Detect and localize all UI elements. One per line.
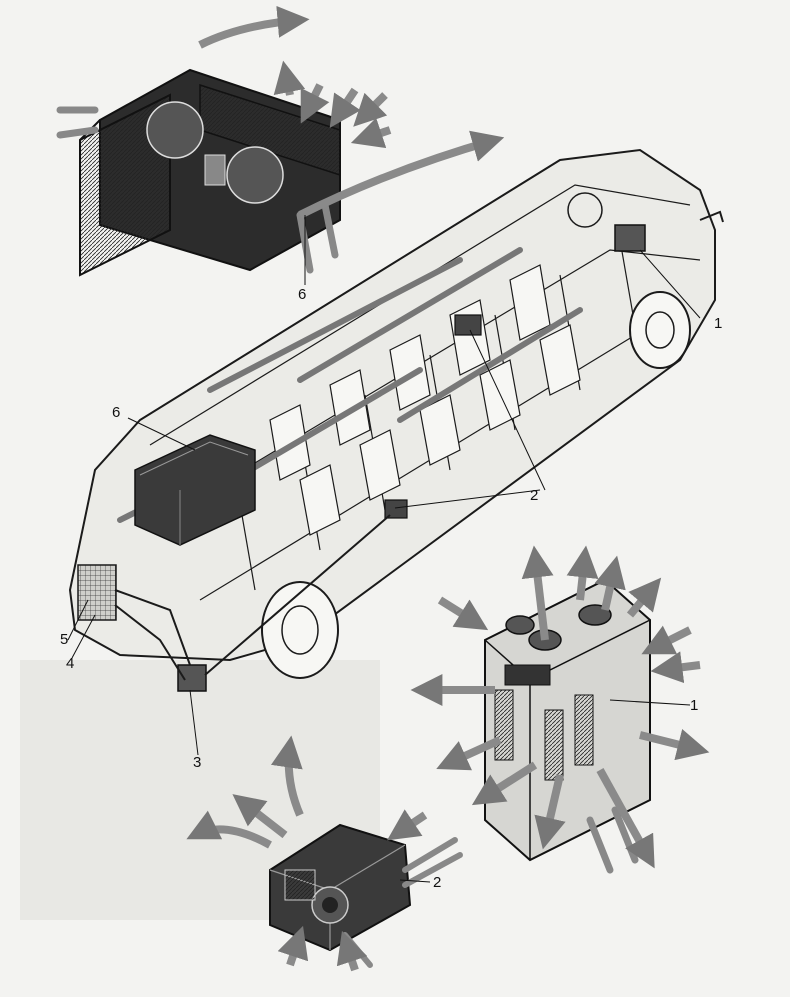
callout-5: 5 xyxy=(60,631,69,648)
callout-6-top: 6 xyxy=(298,286,307,303)
callout-2-bus: 2 xyxy=(530,487,539,504)
bus-wheels xyxy=(261,291,691,679)
airflow-arrows-top xyxy=(198,5,505,219)
roof-heater-unit xyxy=(134,434,256,546)
leader-lines xyxy=(67,215,701,883)
callout-4: 4 xyxy=(66,655,75,672)
callout-1-bus: 1 xyxy=(714,315,723,332)
bus-illustration xyxy=(68,148,724,692)
airflow-arrows-blower xyxy=(186,735,428,972)
radiator xyxy=(77,564,117,621)
airflow-arrows-right xyxy=(410,545,710,869)
callout-6-bus: 6 xyxy=(112,404,121,421)
top-heater-unit xyxy=(56,68,341,277)
steering-wheel-icon xyxy=(567,192,603,228)
callout-1-heater: 1 xyxy=(690,697,699,714)
callout-3: 3 xyxy=(193,754,202,771)
pump-unit xyxy=(177,664,207,692)
callout-2-blower: 2 xyxy=(433,874,442,891)
front-heater-unit xyxy=(484,578,651,874)
